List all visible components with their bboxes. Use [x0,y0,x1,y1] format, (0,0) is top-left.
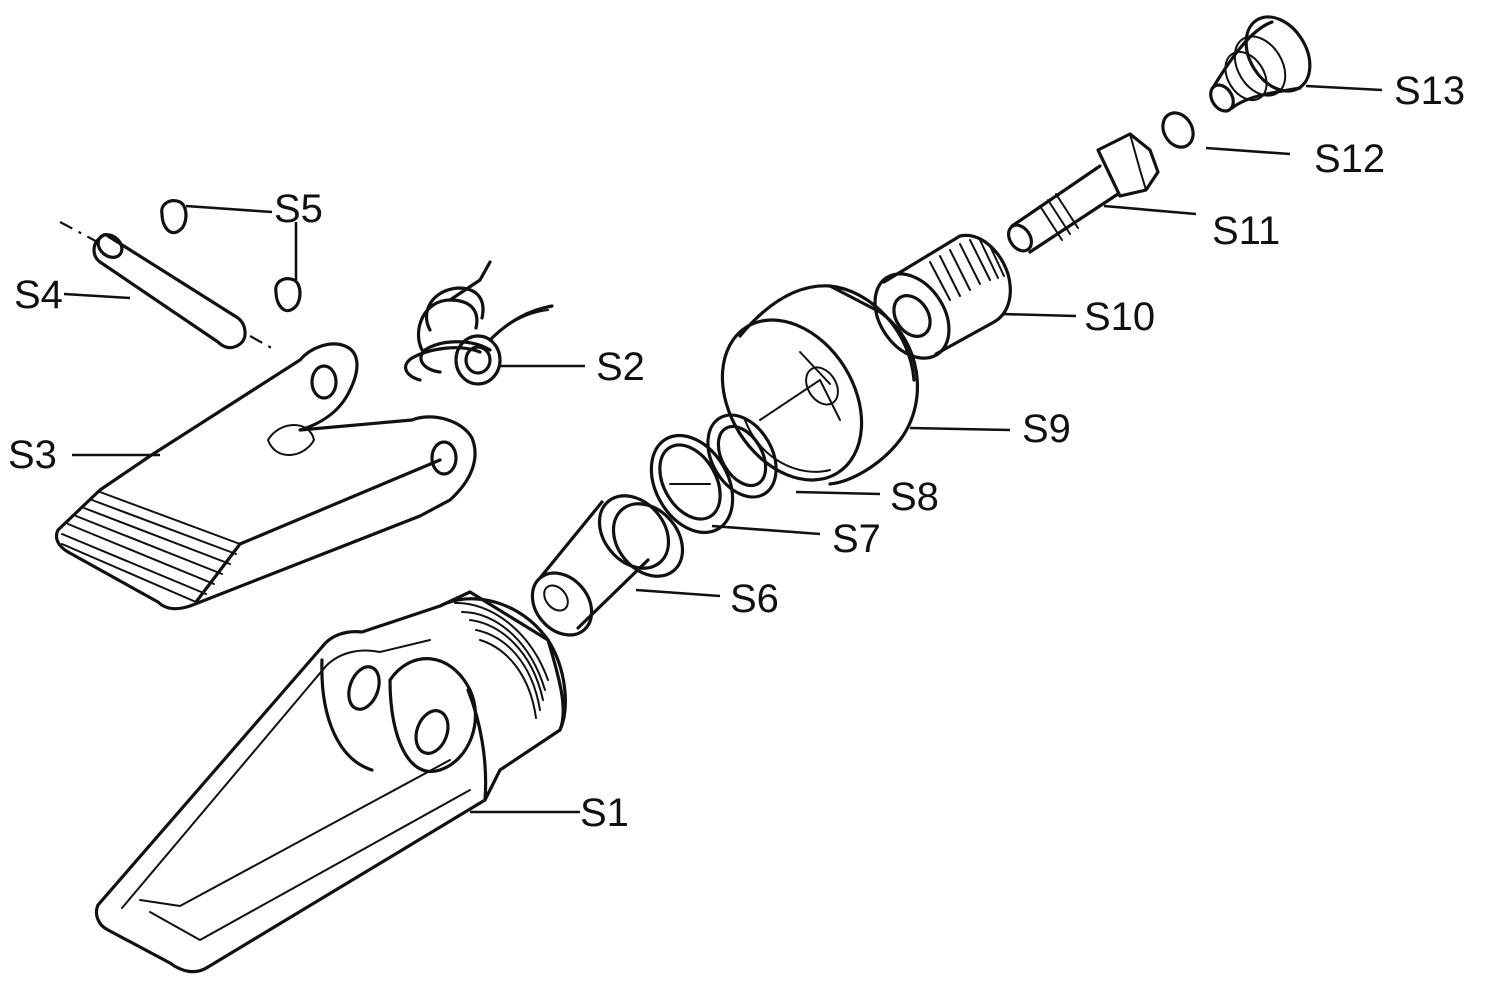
leader-s9 [909,426,1011,432]
part-s4-pivot-pin [59,221,276,351]
label-s2: S2 [596,345,645,389]
part-s13-end-cap [1209,15,1312,113]
part-s9-housing [720,284,920,486]
s3-grip-ridges [61,491,241,603]
part-s8-ring [706,413,778,499]
leader-s5a [185,204,273,214]
label-s9: S9 [1022,407,1071,451]
label-s12: S12 [1314,137,1385,181]
label-s5: S5 [274,187,323,231]
part-s2-torsion-spring [403,260,554,386]
leader-lines [63,84,1383,814]
leader-s10 [1001,312,1077,318]
part-s10-knurled-nut [873,233,1012,360]
part-s6-bushing [530,494,685,637]
s1-thread [454,601,549,719]
leader-s12 [1205,146,1291,156]
leader-s8 [795,490,881,496]
leader-s6 [635,588,721,598]
label-s7: S7 [832,517,881,561]
label-s13: S13 [1394,69,1465,113]
s10-knurling [929,239,1005,301]
leader-s4 [63,292,131,300]
part-s3-pedal-plate [54,342,477,611]
label-s6: S6 [730,577,779,621]
label-s10: S10 [1084,295,1155,339]
part-s12-o-ring [1161,111,1195,149]
part-s1-lever-body [94,590,567,974]
part-labels: S1 S2 S3 S4 S5 S6 S7 S8 S9 S10 S11 S12 S… [8,69,1465,835]
label-s1: S1 [580,791,629,835]
part-s5-clips [160,199,302,313]
leader-s7 [711,524,821,536]
label-s4: S4 [14,273,63,317]
label-s8: S8 [890,475,939,519]
leader-s13 [1305,84,1383,92]
label-s3: S3 [8,433,57,477]
part-s11-valve-stem [1006,132,1160,254]
leader-s11 [1103,204,1197,216]
label-s11: S11 [1212,209,1280,253]
